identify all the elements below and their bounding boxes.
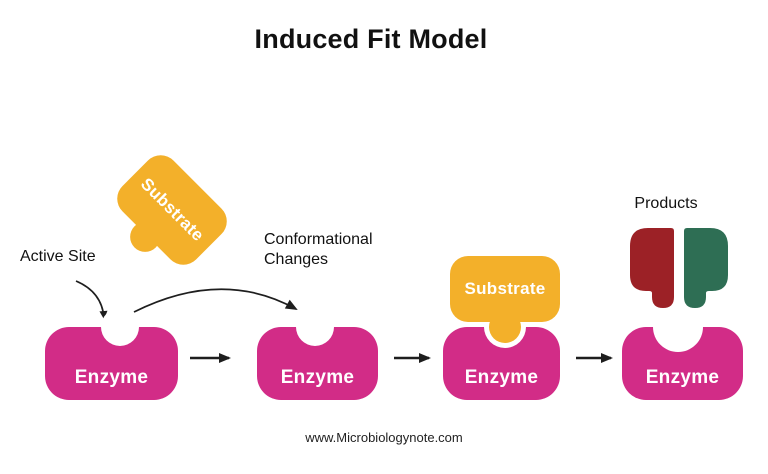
- product-right-shape: [684, 228, 728, 308]
- enzyme-shape-2: Enzyme: [257, 308, 378, 400]
- substrate-bound-label: Substrate: [464, 279, 546, 298]
- substrate-free-shape: Substrate: [109, 147, 235, 273]
- substrate-bound-shape: Substrate: [450, 256, 560, 322]
- products-label: Products: [634, 195, 698, 212]
- active-site-notch-4: [653, 302, 703, 352]
- enzyme-shape-1: Enzyme: [45, 308, 178, 400]
- active-site-label: Active Site: [20, 248, 96, 265]
- enzyme-label-3: Enzyme: [464, 367, 539, 388]
- active-site-arrow: [75, 280, 108, 320]
- conformational-change-arrow: [133, 288, 298, 313]
- website-credit: www.Microbiologynote.com: [305, 430, 463, 445]
- enzyme-label-2: Enzyme: [280, 367, 355, 388]
- enzyme-label-1: Enzyme: [74, 367, 149, 388]
- conformational-changes-label: Conformational Changes: [264, 231, 373, 268]
- enzyme-label-4: Enzyme: [645, 367, 720, 388]
- active-site-notch-1: [101, 308, 139, 346]
- substrate-free-bump: [123, 215, 167, 259]
- product-left-shape: [630, 228, 674, 308]
- active-site-notch-2: [296, 308, 334, 346]
- enzyme-shape-4: Enzyme: [622, 302, 743, 400]
- page-title: Induced Fit Model: [254, 24, 488, 54]
